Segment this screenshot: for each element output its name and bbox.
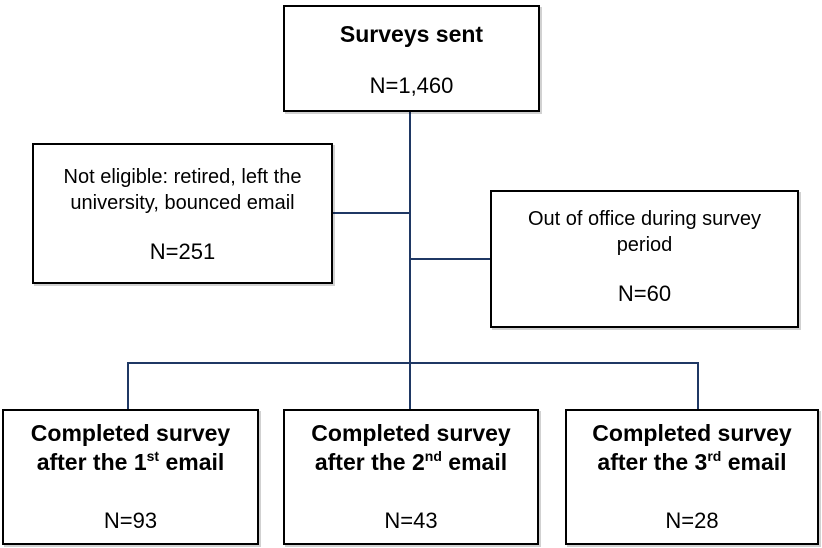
out-of-office-box: Out of office during survey period N=60 xyxy=(490,190,799,328)
ordinal-suffix: rd xyxy=(707,447,722,464)
completed-second-email-label: Completed survey after the 2nd email xyxy=(291,419,531,478)
connector-distribution-horizontal xyxy=(127,362,699,364)
label-text: email xyxy=(441,449,508,476)
not-eligible-count: N=251 xyxy=(149,238,216,264)
completed-first-email-count: N=93 xyxy=(103,507,158,533)
connector-main-vertical xyxy=(409,111,411,410)
not-eligible-box: Not eligible: retired, left the universi… xyxy=(32,143,333,284)
completed-first-email-label: Completed survey after the 1st email xyxy=(10,419,251,478)
connector-drop-right xyxy=(697,362,699,410)
ordinal-suffix: st xyxy=(146,447,160,464)
surveys-sent-box: Surveys sent N=1,460 xyxy=(283,5,540,112)
out-of-office-label: Out of office during survey period xyxy=(527,208,762,256)
label-text: email xyxy=(721,449,787,476)
ordinal-suffix: nd xyxy=(424,447,442,464)
completed-first-email-box: Completed survey after the 1st email N=9… xyxy=(2,409,259,545)
connector-drop-left xyxy=(127,362,129,410)
label-text: Completed survey after the 3 xyxy=(592,420,792,476)
label-text: Completed survey after the 2 xyxy=(311,420,511,476)
completed-third-email-label: Completed survey after the 3rd email xyxy=(573,419,811,478)
completed-second-email-count: N=43 xyxy=(384,507,438,533)
completed-third-email-box: Completed survey after the 3rd email N=2… xyxy=(565,409,819,545)
connector-left-branch xyxy=(331,212,410,214)
completed-second-email-box: Completed survey after the 2nd email N=4… xyxy=(283,409,539,545)
surveys-sent-count: N=1,460 xyxy=(369,72,454,98)
not-eligible-label: Not eligible: retired, left the universi… xyxy=(63,166,302,214)
label-text: Completed survey after the 1 xyxy=(30,420,231,476)
connector-right-branch xyxy=(410,258,491,260)
completed-third-email-count: N=28 xyxy=(665,507,719,533)
label-text: email xyxy=(159,449,225,476)
surveys-sent-label: Surveys sent xyxy=(339,21,484,47)
out-of-office-count: N=60 xyxy=(617,280,672,306)
